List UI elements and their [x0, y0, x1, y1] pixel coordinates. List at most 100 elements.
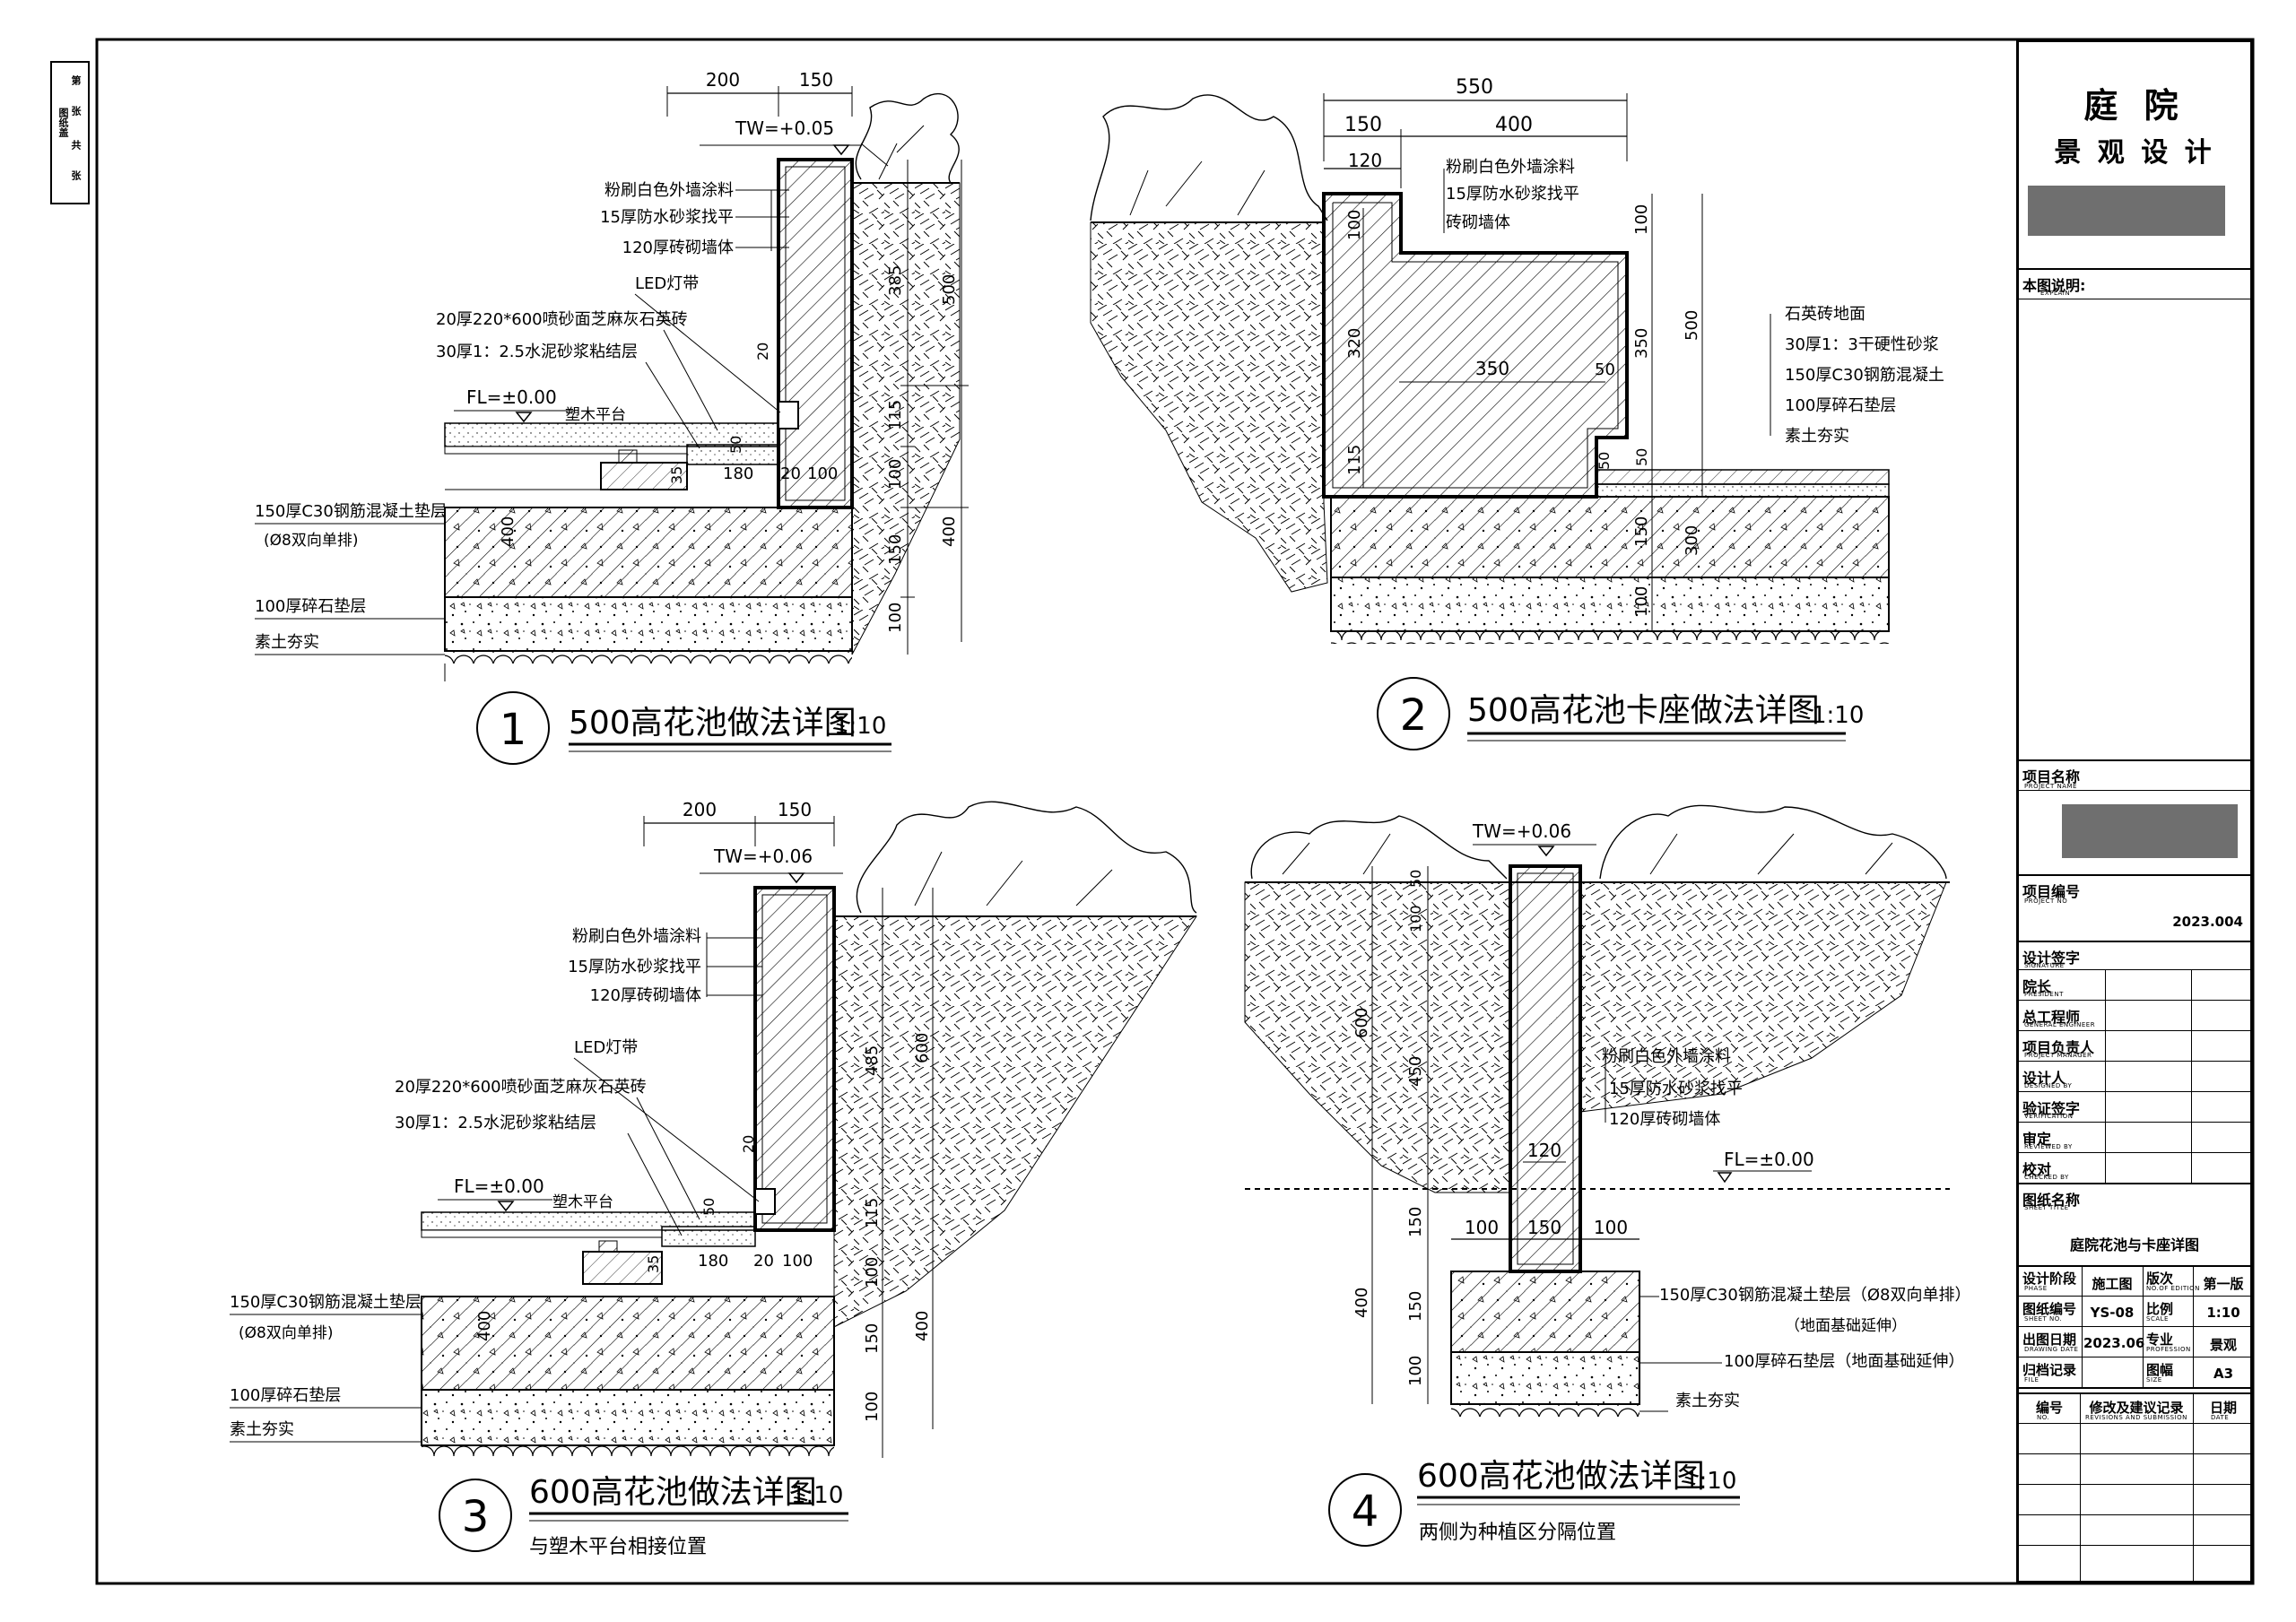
- dim-text: 20: [753, 1252, 774, 1271]
- deck-layer: [444, 422, 779, 447]
- dim-text: 150: [1344, 114, 1382, 136]
- dim-text: 100: [1345, 210, 1364, 240]
- dim-text: 35: [645, 1255, 662, 1273]
- strip-text: 张: [70, 106, 82, 116]
- gravel-note: 100厚碎石垫层（地面基础延伸）: [1724, 1352, 1964, 1371]
- meta-value: 第一版: [2203, 1276, 2244, 1292]
- dim-text: 400: [1495, 114, 1533, 136]
- tw-level: TW=+0.06: [713, 846, 813, 867]
- dim-text: 100: [1632, 586, 1651, 617]
- concrete-slab: [1450, 1271, 1640, 1353]
- slab-note: 150厚C30钢筋混凝土垫层: [230, 1293, 422, 1312]
- dim-text: 550: [1456, 76, 1493, 99]
- concrete-slab: [1330, 496, 1890, 578]
- shrub-icon: [1250, 815, 1508, 880]
- dim-text: 100: [863, 1257, 882, 1288]
- fl-level: FL=±0.00: [1724, 1149, 1814, 1170]
- explain-label: 本图说明:: [2022, 277, 2086, 294]
- dim-text: 400: [475, 1311, 494, 1341]
- dim-text: 400: [940, 516, 959, 547]
- dim-text: 100: [863, 1392, 882, 1422]
- note: 粉刷白色外墙涂料: [572, 927, 701, 946]
- detail-number-circle: [439, 1479, 512, 1552]
- detail-scale: 1:10: [1684, 1468, 1736, 1495]
- fl-level: FL=±0.00: [466, 386, 557, 408]
- dim-text: 100: [1465, 1217, 1499, 1238]
- slab-rebar-note: (Ø8双向单排): [264, 532, 358, 550]
- detail-title: 600高花池做法详图: [529, 1474, 817, 1511]
- dim-text: 120: [1348, 150, 1382, 171]
- shrub-icon: [855, 92, 960, 184]
- tile-note: 20厚220*600喷砂面芝麻灰石英砖: [436, 310, 688, 329]
- platform-note: 塑木平台: [565, 406, 626, 424]
- role-label: 院长: [2022, 978, 2052, 995]
- role-label: 审定: [2022, 1131, 2052, 1148]
- gravel-note: 100厚碎石垫层: [230, 1386, 341, 1405]
- role-label: 总工程师: [2022, 1009, 2081, 1026]
- meta-sub: NO.OF EDITION: [2146, 1285, 2200, 1292]
- dim-text: 115: [863, 1198, 882, 1228]
- dim-text: 600: [1352, 1008, 1371, 1038]
- sheet-title-label: 图纸名称: [2022, 1192, 2081, 1209]
- note: 粉刷白色外墙涂料: [1446, 158, 1575, 177]
- meta-value: A3: [2213, 1366, 2234, 1382]
- gravel-layer: [1330, 577, 1890, 632]
- detail-4: FL=±0.00 TW=+0.06 粉刷白色外墙涂料 15厚防水砂浆找平 120…: [1244, 804, 1970, 1547]
- dim-text: 500: [1683, 310, 1701, 341]
- concrete-slab: [444, 507, 853, 598]
- dim-text: 500: [940, 274, 959, 305]
- rev-header: 修改及建议记录: [2089, 1400, 2184, 1416]
- dim-text: 50: [1633, 448, 1650, 466]
- dim-text: 20: [740, 1135, 757, 1153]
- brick-wall: [1509, 864, 1582, 1273]
- explain-sub: EXPLAIN: [2040, 290, 2071, 297]
- compacted-soil: [1451, 1404, 1639, 1417]
- gravel-layer: [1450, 1351, 1640, 1405]
- detail-number: 1: [500, 705, 527, 755]
- role-sub: GENERAL ENGINEER: [2024, 1021, 2096, 1028]
- meta-label: 版次: [2146, 1271, 2174, 1287]
- dim-text: 180: [698, 1252, 728, 1271]
- meta-value: 2023.06: [2083, 1335, 2145, 1351]
- meta-label: 比例: [2146, 1301, 2174, 1317]
- gravel-note: 100厚碎石垫层: [255, 597, 366, 616]
- detail-title: 500高花池卡座做法详图: [1467, 692, 1820, 729]
- dim-text: 150: [778, 799, 812, 820]
- role-label: 项目负责人: [2022, 1039, 2095, 1056]
- detail-title: 600高花池做法详图: [1417, 1458, 1705, 1495]
- strip-text: 第: [70, 75, 82, 85]
- project-no: 2023.004: [2172, 914, 2243, 930]
- role-sub: DESIGNED BY: [2024, 1082, 2073, 1089]
- dim-text: 20: [780, 464, 801, 483]
- bench-wall: [1322, 192, 1629, 499]
- detail-scale: 1:10: [791, 1482, 843, 1509]
- project-name-sub: PROJECT NAME: [2024, 783, 2077, 790]
- meta-value: YS-08: [2090, 1305, 2135, 1321]
- detail-number-circle: [1377, 677, 1450, 750]
- dim-text: 50: [700, 1198, 718, 1216]
- role-sub: PROJECT MANAGER: [2024, 1052, 2092, 1059]
- slab-note: 150厚C30钢筋混凝土垫层（Ø8双向单排）: [1659, 1286, 1970, 1305]
- detail-scale: 1:10: [834, 713, 886, 740]
- role-sub: VERIFICATION: [2024, 1113, 2074, 1120]
- logo-redacted: [2028, 186, 2225, 236]
- dim-text: 20: [754, 343, 771, 360]
- soil-mass: [851, 182, 961, 655]
- mortar-note: 30厚1：2.5水泥砂浆粘结层: [395, 1114, 596, 1132]
- dim-text: 50: [1595, 360, 1615, 379]
- detail-subtitle: 与塑木平台相接位置: [529, 1536, 707, 1558]
- concrete-slab: [421, 1296, 835, 1391]
- tw-level: TW=+0.06: [1472, 820, 1571, 842]
- design-sign-sub: SIGNATURE: [2024, 962, 2065, 969]
- project-no-sub: PROJECT NO: [2024, 898, 2068, 905]
- dim-text: 485: [863, 1045, 882, 1076]
- title-block: 庭 院 景 观 设 计 本图说明: EXPLAIN 项目名称 PROJECT N…: [2016, 39, 2253, 1583]
- note: 15厚防水砂浆找平: [1609, 1080, 1743, 1098]
- brick-wall: [753, 886, 836, 1232]
- compacted-soil: [445, 651, 852, 664]
- soil-mass: [1090, 221, 1328, 593]
- meta-label: 专业: [2146, 1331, 2174, 1348]
- dim-text: 100: [807, 464, 838, 483]
- dim-text: 150: [1406, 1207, 1425, 1237]
